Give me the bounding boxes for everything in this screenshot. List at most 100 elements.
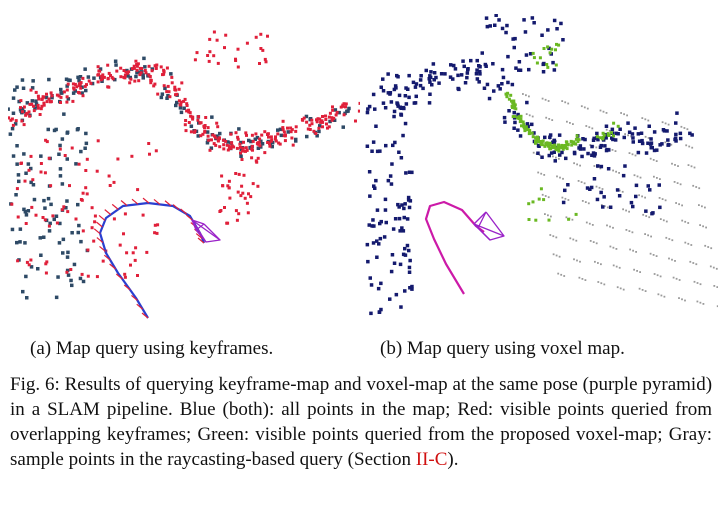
point [215,121,219,125]
point [152,84,156,88]
point [201,132,205,136]
point [551,60,555,65]
point [602,110,605,113]
point [41,216,45,219]
point [266,141,270,144]
point [57,241,62,245]
point [26,209,31,213]
point [39,170,43,174]
point [537,171,540,174]
point [404,102,409,106]
point [154,149,158,153]
point [400,203,404,207]
point [612,246,615,249]
point [238,142,242,146]
point [652,159,655,161]
point [478,65,482,69]
point [218,210,222,213]
point [478,69,482,74]
point [300,118,304,121]
point [15,187,19,191]
point [541,70,546,74]
point [574,137,578,141]
point [131,251,135,255]
point [581,137,585,141]
point [205,130,210,134]
point [366,259,370,264]
point [36,267,40,271]
point [199,121,203,125]
trajectory-line [424,200,485,295]
point [379,85,383,89]
point [639,271,641,273]
point [498,87,502,91]
point [249,195,253,199]
point [541,193,544,196]
point [154,66,158,70]
point [66,82,70,86]
point [134,246,138,250]
point [47,229,52,233]
point [305,134,309,139]
point [281,119,285,123]
keyframe-tick [164,200,172,207]
point [550,47,554,51]
point [22,123,26,127]
point [369,283,374,287]
point [595,135,599,139]
point [111,77,115,81]
point [62,90,66,94]
point [657,293,660,296]
pyramid-edge [473,211,487,225]
point [30,99,35,103]
point [95,169,99,173]
point [47,224,51,228]
point [258,137,262,141]
point [241,191,245,195]
keyframe-tick [195,233,203,240]
point [572,150,577,155]
point [141,213,145,217]
point [17,99,21,104]
point [556,175,558,178]
point [72,86,76,90]
keyframe-tick [131,294,138,301]
point [675,202,677,204]
point [254,132,258,136]
pyramid-base [195,223,221,243]
point [369,311,373,316]
point [662,129,667,133]
point [652,148,657,153]
point [418,83,423,88]
point [254,159,258,163]
point [567,102,570,105]
point [674,164,676,166]
point [15,240,19,245]
point [652,130,657,134]
point [270,140,275,145]
point [598,136,602,140]
point [407,170,412,174]
point [197,115,200,119]
keyframe-tick [123,284,131,291]
point [540,33,544,37]
point [189,124,194,128]
point [589,240,592,242]
point [398,229,402,233]
point [112,217,116,221]
point [357,109,360,113]
point [128,75,132,80]
point [674,139,678,143]
point [606,167,611,171]
section-ref-link[interactable]: II-C [415,449,448,470]
point [493,23,497,27]
point [74,217,78,221]
point [255,141,259,145]
point [388,297,392,301]
point [174,103,178,108]
point [513,105,516,109]
point [599,143,603,148]
point [23,241,27,245]
point [57,94,61,98]
point [70,283,74,288]
